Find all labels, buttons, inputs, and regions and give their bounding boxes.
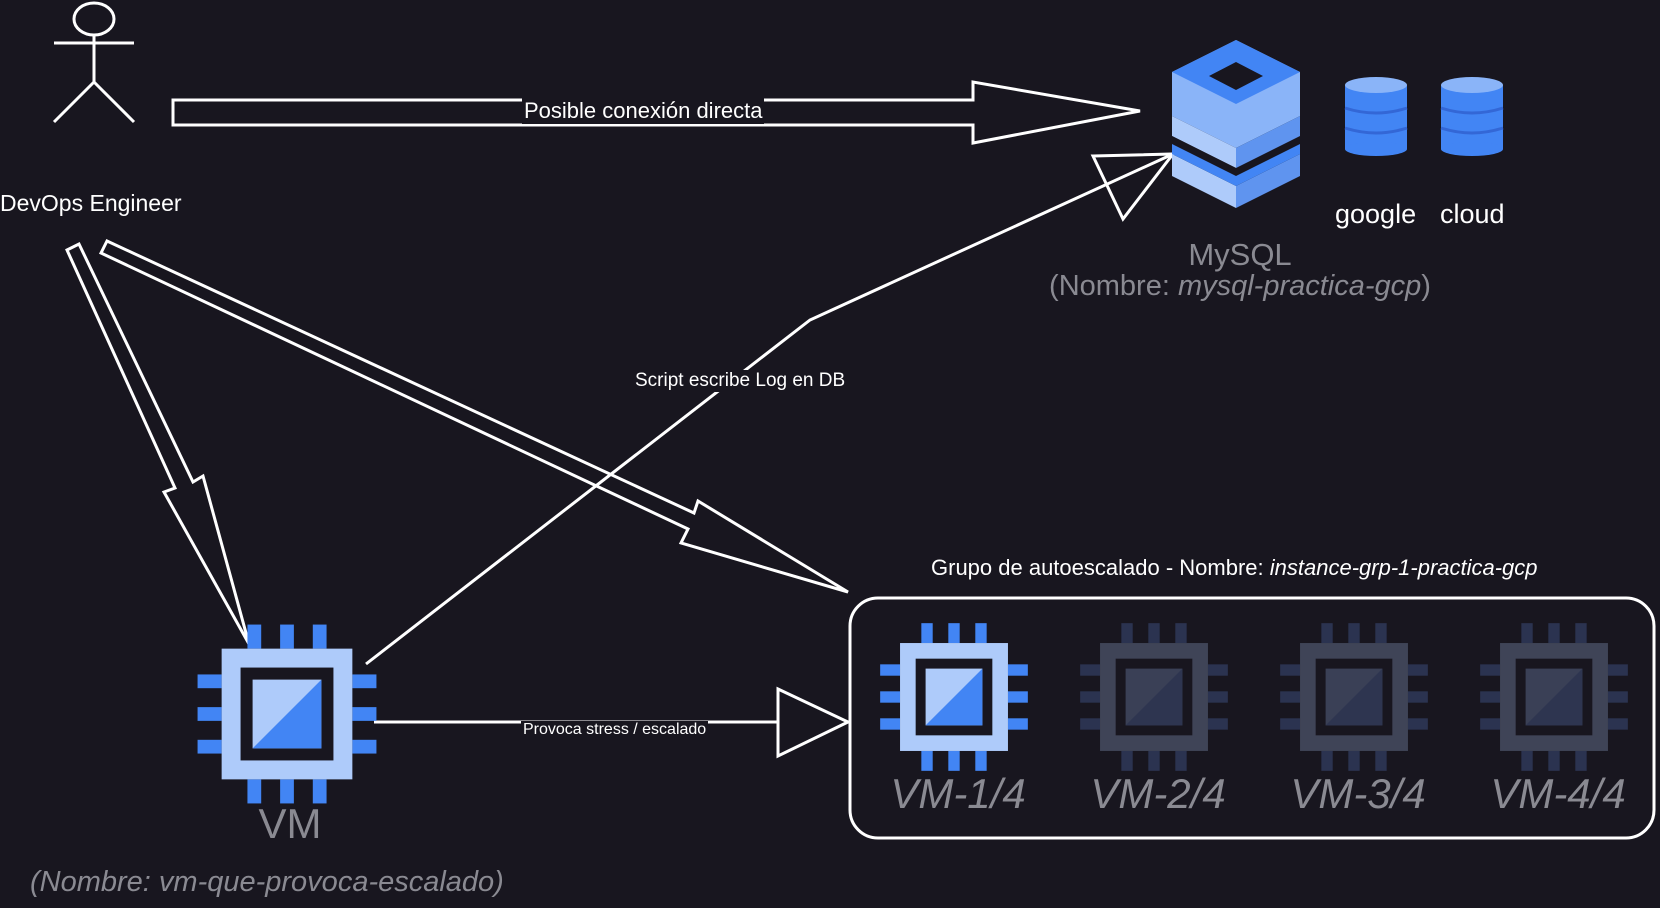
vm-instance-label: VM-2/4 [1090, 770, 1226, 817]
google-label: google [1335, 199, 1417, 229]
cloud-database-icon [1440, 77, 1504, 156]
mysql-instance-name: mysql-practica-gcp [1177, 270, 1422, 302]
autoscaling-group-title: Grupo de autoescalado - Nombre: instance… [931, 555, 1538, 580]
devops-actor-icon [52, 1, 136, 124]
script-log-arrowhead [1090, 152, 1177, 222]
vm-subtitle: (Nombre: vm-que-provoca-escalado) [30, 866, 504, 898]
vm-instance-chip-icon [1480, 623, 1628, 771]
vm-instance-chip-icon [1280, 623, 1428, 771]
stress-label: Provoca stress / escalado [521, 721, 709, 739]
script-log-connector[interactable] [365, 152, 1174, 666]
actor-to-vm-arrow[interactable] [65, 241, 251, 645]
vm-instance-chip-icon [1080, 623, 1228, 771]
stress-arrowhead [776, 686, 852, 759]
mysql-title: MySQL [1188, 237, 1292, 272]
vm-title: VM [258, 800, 322, 847]
mysql-stack-icon [1172, 40, 1300, 208]
direct-connection-label: Posible conexión directa [522, 98, 765, 124]
autoscaling-group-name: instance-grp-1-practica-gcp [1269, 555, 1538, 580]
vm-chip-icon [197, 624, 377, 804]
cloud-label: cloud [1440, 199, 1505, 229]
mysql-subtitle: (Nombre: mysql-practica-gcp) [1049, 270, 1431, 302]
vm-instance-label: VM-1/4 [890, 770, 1026, 817]
autoscaling-group-box[interactable] [848, 596, 1656, 840]
direct-connection-arrow[interactable] [171, 80, 1141, 145]
actor-to-group-arrow[interactable] [98, 239, 849, 594]
google-database-icon [1344, 77, 1408, 156]
script-log-label: Script escribe Log en DB [633, 370, 848, 392]
vm-instance-label: VM-4/4 [1490, 770, 1626, 817]
actor-label: DevOps Engineer [0, 190, 182, 216]
vm-instance-chip-icon [880, 623, 1028, 771]
vm-instance-label: VM-3/4 [1290, 770, 1426, 817]
